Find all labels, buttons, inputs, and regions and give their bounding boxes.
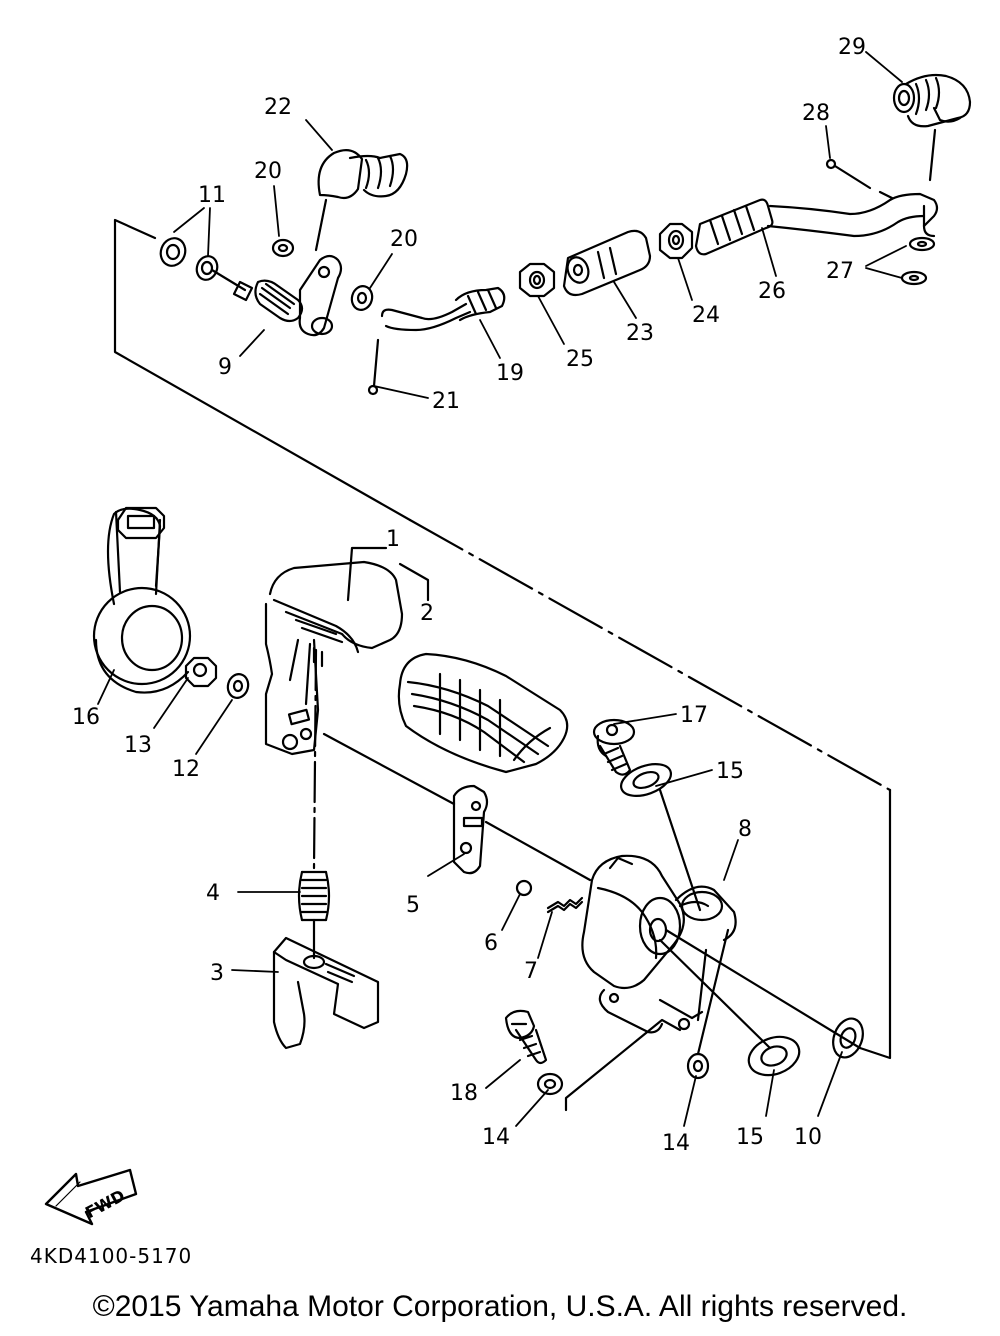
friction-block-3 (272, 936, 380, 1050)
housing-8 (581, 854, 737, 1034)
label-8: 8 (738, 817, 752, 842)
sleeve-23 (562, 229, 652, 297)
throttle-grip-16 (92, 506, 192, 694)
label-14a: 14 (482, 1125, 510, 1150)
label-22: 22 (264, 95, 292, 120)
label-21: 21 (432, 389, 460, 414)
washer-12 (226, 673, 250, 699)
label-2: 2 (420, 601, 434, 626)
shift-shaft-9 (210, 254, 343, 337)
label-12: 12 (172, 757, 200, 782)
washer-14 (536, 1052, 710, 1096)
label-16: 16 (72, 705, 100, 730)
label-9: 9 (218, 355, 232, 380)
assembly-lines (322, 732, 862, 1112)
frame-lines (113, 218, 892, 1060)
label-1: 1 (386, 527, 400, 552)
detent-ball-6 (515, 879, 533, 897)
label-6: 6 (484, 931, 498, 956)
label-bracket-1-2 (346, 546, 430, 602)
grommet-29 (892, 73, 972, 128)
label-20b: 20 (390, 227, 418, 252)
label-17: 17 (680, 703, 708, 728)
screw-17 (592, 718, 636, 776)
screw-18 (504, 1009, 548, 1065)
label-11: 11 (198, 183, 226, 208)
label-15b: 15 (736, 1125, 764, 1150)
leader-lines (97, 51, 907, 1127)
washer-20 (271, 238, 374, 311)
label-10: 10 (794, 1125, 822, 1150)
washer-27 (900, 236, 936, 286)
washer-10 (832, 1017, 864, 1059)
label-29: 29 (838, 35, 866, 60)
grip-2 (397, 652, 569, 774)
label-4: 4 (206, 881, 220, 906)
plate-5 (452, 784, 489, 875)
pin-28 (825, 158, 894, 200)
label-5: 5 (406, 893, 420, 918)
label-3: 3 (210, 961, 224, 986)
spring-4 (297, 648, 331, 960)
label-18: 18 (450, 1081, 478, 1106)
nut-13 (184, 656, 218, 688)
handle-bracket-1 (264, 560, 404, 756)
label-23: 23 (626, 321, 654, 346)
label-14b: 14 (662, 1131, 690, 1156)
label-28: 28 (802, 101, 830, 126)
nut-25 (518, 262, 556, 298)
link-rod-19 (367, 286, 506, 396)
label-24: 24 (692, 303, 720, 328)
label-7: 7 (524, 959, 538, 984)
label-15a: 15 (716, 759, 744, 784)
copyright-notice: ©2015 Yamaha Motor Corporation, U.S.A. A… (92, 1290, 908, 1323)
washer-11 (159, 237, 219, 281)
label-26: 26 (758, 279, 786, 304)
detent-spring-7 (546, 896, 584, 914)
fwd-label: FWD (82, 1186, 128, 1222)
fwd-arrow-icon (44, 1168, 138, 1226)
bushing-22 (314, 148, 409, 252)
exploded-parts-diagram: 29 28 22 20 11 20 9 21 19 25 23 24 26 27… (44, 35, 972, 1226)
shift-rod-26 (694, 128, 939, 256)
drawing-code: 4KD4100-5170 (30, 1244, 193, 1268)
label-25: 25 (566, 347, 594, 372)
label-27: 27 (826, 259, 854, 284)
label-13: 13 (124, 733, 152, 758)
part-labels: 29 28 22 20 11 20 9 21 19 25 23 24 26 27… (72, 35, 866, 1222)
label-19: 19 (496, 361, 524, 386)
nut-24 (658, 222, 694, 260)
label-20a: 20 (254, 159, 282, 184)
